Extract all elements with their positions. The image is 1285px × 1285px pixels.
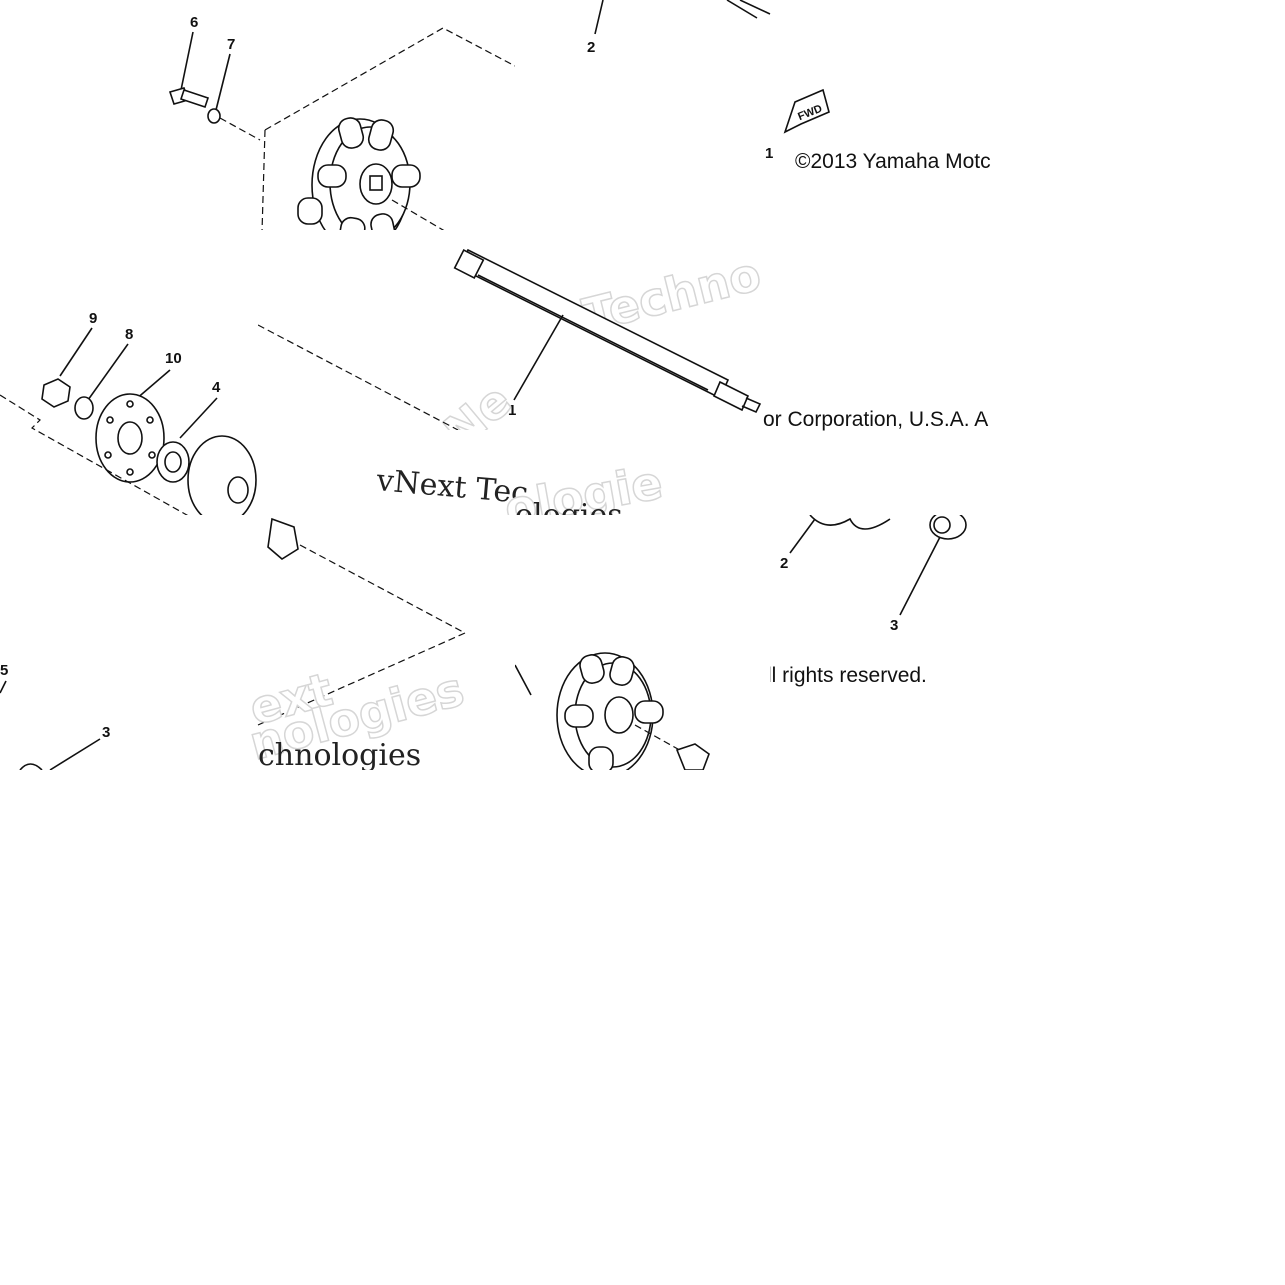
copyright-line-3: ll rights reserved.: [770, 664, 927, 687]
callout-5: 5: [0, 662, 8, 679]
copyright-line-1: ©2013 Yamaha Motc: [795, 150, 991, 173]
callout-9: 9: [89, 310, 97, 327]
callout-3-low: 3: [102, 724, 110, 741]
callout-1: 1: [765, 145, 773, 162]
diagram-tile-watermark: vNext Tec ologie: [258, 430, 773, 515]
shaft-part: [453, 248, 762, 414]
bearing-part: [156, 441, 190, 483]
plate-part: [95, 393, 165, 483]
washer-part: [207, 108, 221, 124]
callout-7: 7: [227, 36, 235, 53]
sprocket-part: [556, 652, 664, 770]
sprocket-part: [297, 117, 421, 252]
fwd-arrow-icon: FWD: [783, 88, 830, 134]
diagram-tile-hub-assembly: 9 8 10 4: [0, 300, 258, 515]
watermark-serif-text: chnologies: [258, 738, 421, 770]
callout-2-mid: 2: [780, 555, 788, 572]
lock-washer-part: [74, 396, 94, 420]
diagram-tile-copyright-2: ologies or Corporation, U.S.A. A: [515, 300, 1030, 515]
diagram-tile-sprocket-upper: 6 7: [0, 0, 515, 300]
diagram-tile-lower-right: 2 3 ll rights reserved.: [770, 515, 1030, 715]
callout-10: 10: [165, 350, 182, 367]
callout-2-top: 2: [587, 39, 595, 56]
callout-3-mid: 3: [890, 617, 898, 634]
nut-part: [41, 378, 71, 408]
copyright-line-2: or Corporation, U.S.A. A: [763, 408, 988, 431]
callout-4: 4: [212, 379, 221, 396]
clip-part: [675, 743, 710, 770]
plate-part-2: [187, 435, 257, 515]
watermark-serif-text: ologies: [515, 498, 623, 515]
clip-part: [267, 517, 299, 560]
diagram-tile-sprocket-lower: [515, 515, 770, 770]
diagram-tile-lower-left: 5 3 ext nologies chnologies: [0, 515, 515, 770]
callout-1-shaft: 1: [508, 402, 516, 419]
callout-8: 8: [125, 326, 133, 343]
bolt-part: [168, 87, 210, 109]
callout-6: 6: [190, 14, 198, 31]
